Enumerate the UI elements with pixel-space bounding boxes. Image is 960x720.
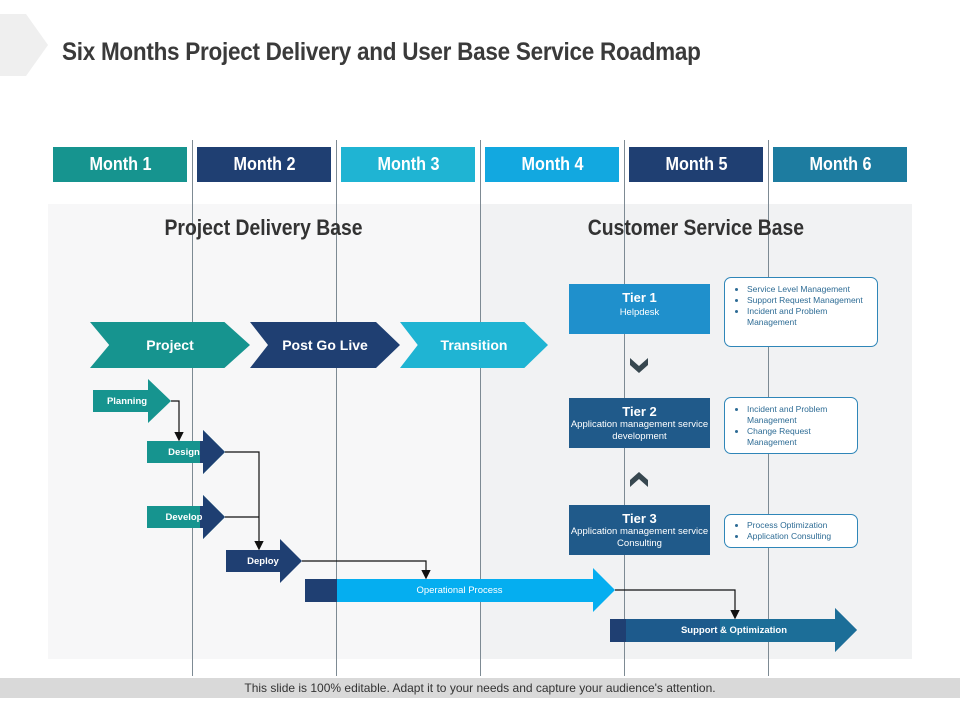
tier-2-box: Tier 2 Application management service de… xyxy=(569,398,710,448)
footer-bar xyxy=(0,678,960,698)
step-arrow-planning xyxy=(93,379,171,423)
support-optimization-start xyxy=(610,619,626,642)
tier-1-notes: Service Level Management Support Request… xyxy=(724,277,878,347)
month-header-6: Month 6 xyxy=(773,147,907,182)
month-divider xyxy=(192,140,193,676)
step-label-develop: Develop xyxy=(165,511,203,523)
step-label-planning: Planning xyxy=(106,395,148,407)
month-header-4: Month 4 xyxy=(485,147,619,182)
step-label-operational-process: Operational Process xyxy=(416,584,503,596)
note-item: Incident and Problem Management xyxy=(747,306,871,328)
step-label-design: Design xyxy=(168,446,200,458)
corner-arrow-decoration xyxy=(0,14,48,76)
section-title-left: Project Delivery Base xyxy=(164,215,364,240)
phase-project: Project xyxy=(90,322,250,368)
connector-planning-design xyxy=(171,400,184,442)
note-item: Incident and Problem Management xyxy=(747,404,851,426)
note-item: Change Request Management xyxy=(747,426,851,448)
step-label-deploy: Deploy xyxy=(247,555,279,567)
note-item: Process Optimization xyxy=(747,520,851,531)
month-header-1: Month 1 xyxy=(53,147,187,182)
tier-2-title: Tier 2 xyxy=(622,404,657,419)
connector-deploy-operational xyxy=(302,560,431,580)
step-arrow-deploy xyxy=(226,539,302,583)
month-divider xyxy=(336,140,337,676)
tier-3-notes: Process Optimization Application Consult… xyxy=(724,514,858,548)
month-header-2: Month 2 xyxy=(197,147,331,182)
note-item: Application Consulting xyxy=(747,531,851,542)
connector-operational-support xyxy=(615,589,740,620)
operational-process-arrow xyxy=(337,568,615,612)
note-item: Support Request Management xyxy=(747,295,871,306)
section-title-right: Customer Service Base xyxy=(587,215,805,240)
note-item: Service Level Management xyxy=(747,284,871,295)
operational-process-start xyxy=(305,579,337,602)
tier-2-subtitle: Application management service developme… xyxy=(570,419,709,442)
step-label-support-optimization: Support & Optimization xyxy=(680,624,788,636)
tier-2-notes: Incident and Problem Management Change R… xyxy=(724,397,858,454)
connector-design-deploy xyxy=(225,451,264,551)
month-divider xyxy=(480,140,481,676)
tier-1-title: Tier 1 xyxy=(622,290,657,305)
support-optimization-arrow-gradient xyxy=(720,608,857,652)
phase-transition: Transition xyxy=(400,322,548,368)
phase-post-go-live: Post Go Live xyxy=(250,322,400,368)
month-header-3: Month 3 xyxy=(341,147,475,182)
tier-3-subtitle: Application management service Consultin… xyxy=(570,526,709,549)
tier-3-box: Tier 3 Application management service Co… xyxy=(569,505,710,555)
month-header-5: Month 5 xyxy=(629,147,763,182)
footer-text: This slide is 100% editable. Adapt it to… xyxy=(244,681,716,695)
tier-1-box: Tier 1 Helpdesk xyxy=(569,284,710,334)
step-arrow-design-head xyxy=(200,430,225,474)
step-arrow-develop-head xyxy=(200,495,225,539)
double-chevron-up-icon xyxy=(630,472,648,487)
page-title: Six Months Project Delivery and User Bas… xyxy=(62,38,701,66)
double-chevron-down-icon xyxy=(630,358,648,373)
tier-1-subtitle: Helpdesk xyxy=(619,307,660,318)
tier-3-title: Tier 3 xyxy=(622,511,657,526)
